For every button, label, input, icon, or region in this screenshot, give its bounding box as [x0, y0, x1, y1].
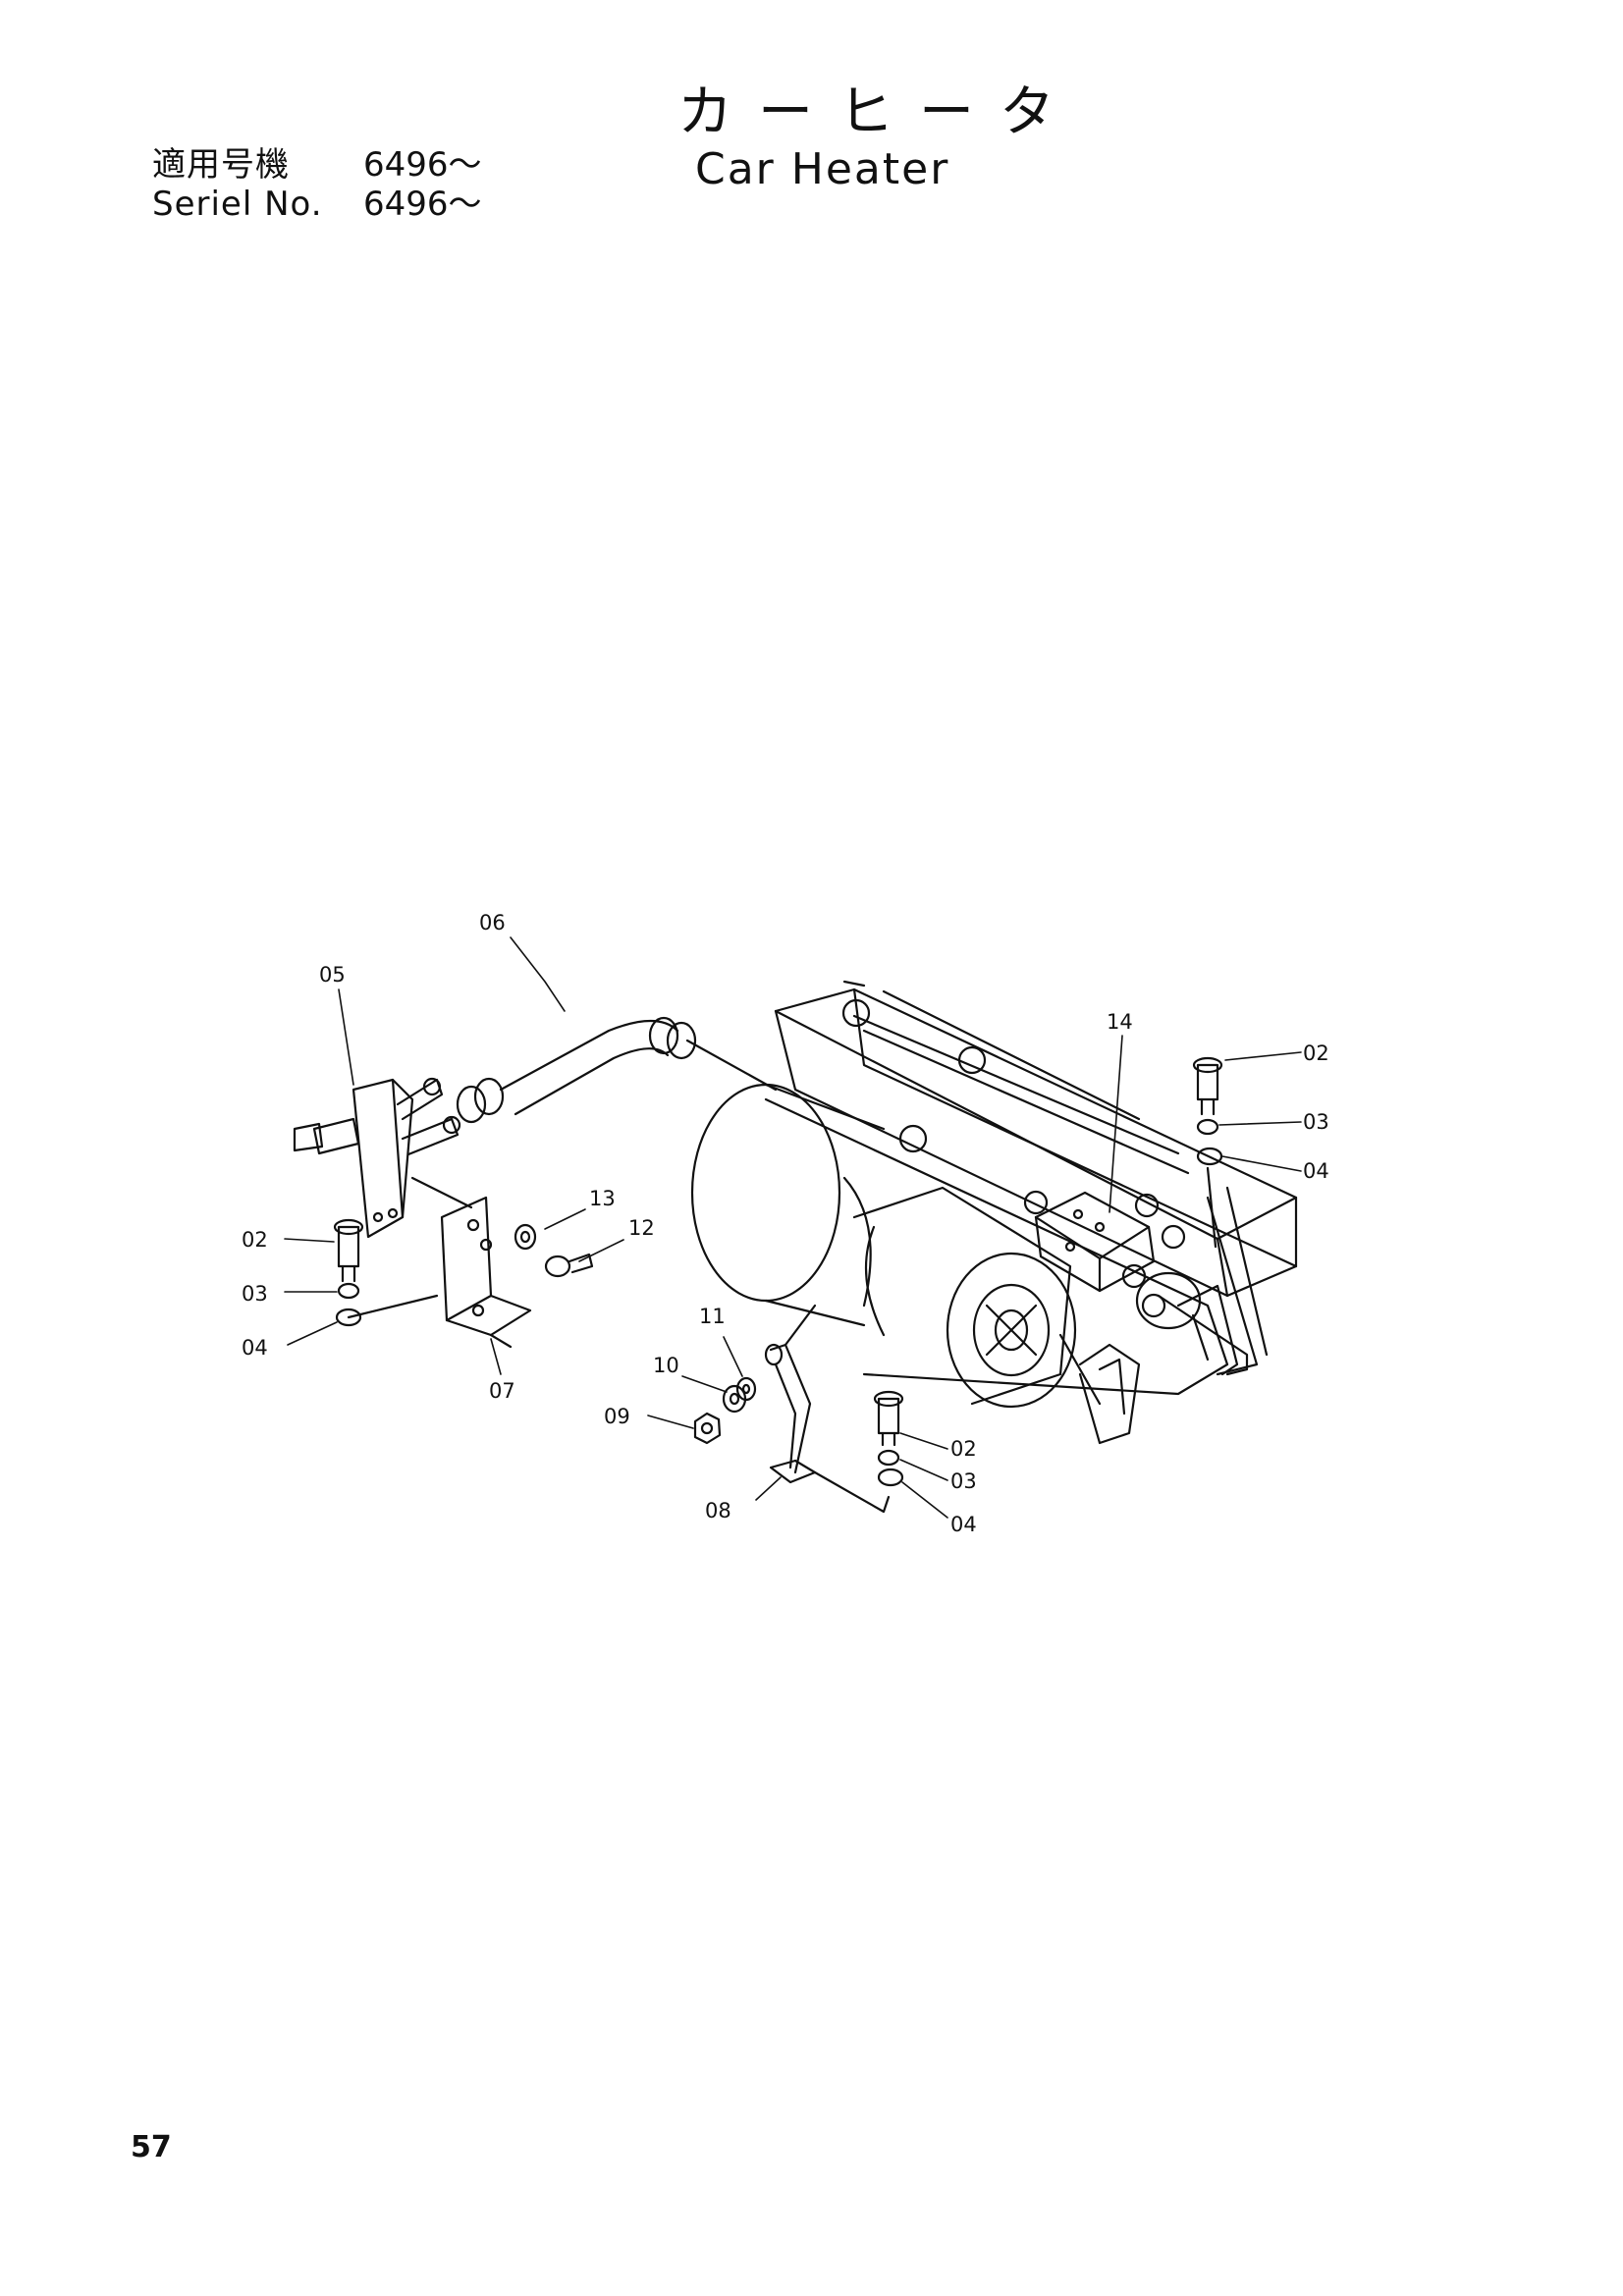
bolt-stack-bottom	[873, 1390, 904, 1487]
callout-05: 05	[319, 963, 346, 987]
callout-04-left: 04	[242, 1336, 268, 1360]
callout-07: 07	[489, 1379, 515, 1403]
callout-03-right: 03	[1303, 1110, 1329, 1134]
leader-lines	[284, 936, 1302, 1519]
serial-en-label: Seriel No.	[152, 185, 323, 224]
side-cap	[1135, 1271, 1202, 1330]
title-en: Car Heater	[695, 144, 950, 194]
serial-jp-value: 6496～	[363, 145, 482, 185]
washer-part-10	[722, 1384, 747, 1414]
callout-08: 08	[705, 1499, 731, 1522]
valve-part-05	[293, 1077, 473, 1239]
callout-02-bottom: 02	[950, 1437, 977, 1461]
callout-13: 13	[589, 1187, 616, 1210]
callout-14: 14	[1107, 1010, 1133, 1034]
blower-drum-left	[690, 1083, 886, 1327]
top-pipes	[841, 998, 1190, 1318]
page-title: カーヒータ Car Heater	[677, 80, 1080, 194]
callout-02-left: 02	[242, 1228, 268, 1252]
callout-09: 09	[604, 1405, 630, 1428]
page-number: 57	[131, 2130, 172, 2164]
serial-en-value: 6496～	[363, 185, 482, 224]
callout-04-right: 04	[1303, 1159, 1329, 1183]
bracket-part-08	[764, 1304, 891, 1514]
title-jp: カーヒータ	[677, 80, 1080, 144]
bracket-part-07	[347, 1196, 532, 1349]
hose-part-06	[456, 1016, 778, 1124]
bolt-stack-right-top	[1192, 1056, 1223, 1249]
washer-part-13	[514, 1223, 537, 1251]
callout-03-left: 03	[242, 1282, 268, 1306]
mounting-feet	[1078, 1186, 1269, 1445]
screw-part-12	[544, 1253, 594, 1278]
heater-housing	[764, 980, 1298, 1406]
callout-03-bottom: 03	[950, 1469, 977, 1493]
blower-motor-right	[852, 1186, 1077, 1409]
callout-10: 10	[653, 1354, 679, 1377]
callout-04-bottom: 04	[950, 1513, 977, 1536]
callout-11: 11	[699, 1305, 726, 1328]
nut-part-09	[693, 1412, 722, 1445]
callout-06: 06	[479, 911, 506, 934]
serial-number-block: 適用号機 6496～ Seriel No. 6496～	[152, 145, 482, 224]
control-box-part-14	[1034, 1191, 1156, 1293]
bolt-stack-left	[333, 1218, 364, 1327]
callout-02-right: 02	[1303, 1041, 1329, 1065]
serial-jp-label: 適用号機	[152, 145, 290, 185]
callout-12: 12	[628, 1216, 655, 1240]
